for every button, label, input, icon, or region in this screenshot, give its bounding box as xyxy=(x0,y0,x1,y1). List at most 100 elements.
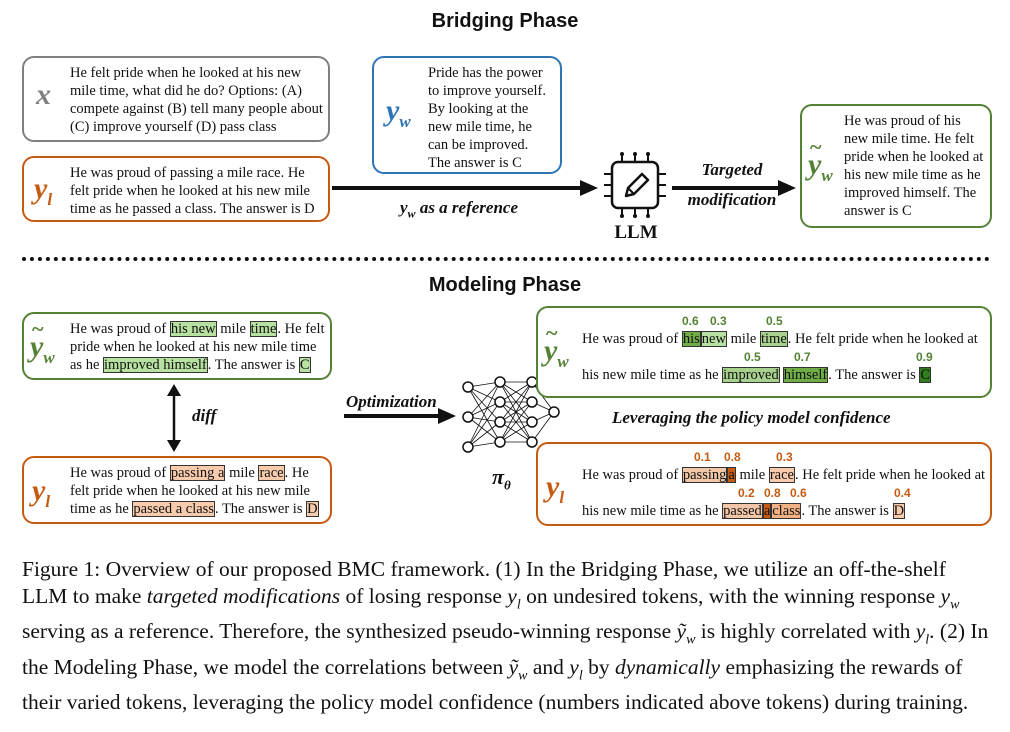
conf-his: 0.6 xyxy=(682,314,699,328)
conf-new: 0.3 xyxy=(710,314,727,328)
caption-yw-sub: w xyxy=(950,597,960,613)
conf-a2: 0.8 xyxy=(764,486,781,500)
phase-divider xyxy=(22,257,990,261)
policy-label-pi: π xyxy=(492,464,505,489)
right-yl-l2-pre: his new mile time as he xyxy=(582,503,723,519)
left-ytw-token-time: time xyxy=(249,321,278,337)
yw-reference-label: yw as a reference xyxy=(400,198,550,221)
conf-class: 0.6 xyxy=(790,486,807,500)
conf-improved: 0.5 xyxy=(744,350,761,364)
caption-j: dynamically xyxy=(614,654,721,679)
right-yl-l1-post: . He felt pride when he looked at xyxy=(794,467,986,483)
right-ytw-token-new: new xyxy=(700,331,727,347)
conf-passed: 0.2 xyxy=(738,486,755,500)
caption-ytw: ỹ xyxy=(676,619,687,644)
yw-symbol-text: y xyxy=(386,94,400,127)
right-ytw-token-time: time xyxy=(760,331,788,347)
right-yl-l2-mid: . The answer is xyxy=(801,503,893,519)
caption-yl2: y xyxy=(915,619,926,644)
caption-yl: y xyxy=(507,584,517,608)
caption-g: . (2) In the Modeling Phase, we model th… xyxy=(22,619,989,679)
policy-label-theta: θ xyxy=(504,477,511,493)
x-question-text: He felt pride when he looked at his new … xyxy=(70,65,323,135)
yl-symbol-text: y xyxy=(34,172,48,205)
right-yl-token-race: race xyxy=(768,467,795,483)
figure-caption: Figure 1: Overview of our proposed BMC f… xyxy=(22,556,990,716)
conf-race: 0.3 xyxy=(776,450,793,464)
left-yl-p1: He was proud of xyxy=(70,465,170,481)
modeling-phase-title: Modeling Phase xyxy=(428,274,582,296)
policy-label: πθ xyxy=(492,464,511,493)
caption-d: on undesired tokens, with the winning re… xyxy=(520,584,941,608)
llm-chip-icon xyxy=(604,152,666,218)
targeted-modification-label: Targeted modification xyxy=(672,160,792,210)
left-ytw-symbol-sub: w xyxy=(43,348,55,367)
ytw-symbol-sub: w xyxy=(821,166,833,185)
left-ytw-p1: He was proud of xyxy=(70,321,170,337)
caption-i: by xyxy=(582,654,615,679)
left-ytw-token-improved-himself: improved himself xyxy=(103,357,208,373)
right-yl-symbol-text: y xyxy=(546,470,560,503)
yw-reference-sym: y xyxy=(400,198,408,217)
caption-f: is highly correlated with xyxy=(695,619,916,644)
left-yl-symbol: yl xyxy=(32,476,51,511)
right-yl-token-a2: a xyxy=(762,503,772,519)
x-symbol-text: x xyxy=(36,78,51,111)
caption-c: of losing response xyxy=(340,584,508,608)
optimization-label: Optimization xyxy=(346,392,437,411)
caption-yl-sub: l xyxy=(516,597,521,613)
optimization-arrow xyxy=(344,408,456,424)
left-yl-symbol-sub: l xyxy=(45,492,51,511)
left-yl-p2: mile xyxy=(225,465,259,481)
conf-d: 0.4 xyxy=(894,486,911,500)
x-question-box: x He felt pride when he looked at his ne… xyxy=(22,56,330,142)
left-yl-token-passing-a: passing a xyxy=(169,465,226,481)
diff-double-arrow xyxy=(167,384,181,452)
yw-response-box: yw Pride has the power to improve yourse… xyxy=(372,56,562,174)
yl-response-text: He was proud of passing a mile race. He … xyxy=(70,165,315,217)
bridging-phase-title: Bridging Phase xyxy=(431,10,579,32)
right-ytw-token-his: his xyxy=(681,331,701,347)
yw-symbol: yw xyxy=(386,94,411,131)
conf-c: 0.9 xyxy=(916,350,933,364)
caption-h: and xyxy=(527,654,570,679)
left-yl-p4: . The answer is xyxy=(214,501,307,517)
right-yl-token-passing: passing xyxy=(681,467,728,483)
left-ytw-box: yw He was proud of his new mile time. He… xyxy=(22,312,332,380)
ytw-response-text: He was proud of his new mile time. He fe… xyxy=(844,113,984,219)
left-yl-token-race: race xyxy=(258,465,285,481)
left-ytw-token-his-new: his new xyxy=(169,321,217,337)
right-yl-token-d: D xyxy=(892,503,906,519)
diff-label: diff xyxy=(192,406,217,425)
targeted-line1: Targeted xyxy=(701,160,763,179)
right-yl-token-class: class xyxy=(771,503,802,519)
x-symbol: x xyxy=(36,80,51,110)
policy-network-icon xyxy=(462,376,560,453)
left-yl-p3: . He felt pride when he looked at his ne… xyxy=(70,465,310,517)
right-yl-l1-mid: mile xyxy=(735,467,769,483)
right-ytw-l1-post: . He felt pride when he looked at xyxy=(787,331,978,347)
yl-symbol-sub: l xyxy=(47,190,53,209)
ytw-response-box: yw He was proud of his new mile time. He… xyxy=(800,104,992,228)
yl-symbol: yl xyxy=(34,172,53,209)
right-ytw-l2-pre: his new mile time as he xyxy=(582,367,723,383)
caption-ytw2-sub: w xyxy=(518,667,528,683)
caption-yw: y xyxy=(940,584,951,608)
yw-reference-rest: as a reference xyxy=(415,198,519,217)
caption-yl2-sub: l xyxy=(925,632,930,648)
left-ytw-p3: . He felt pride when he looked at his ne… xyxy=(70,321,325,373)
left-ytw-text: He was proud of his new mile time. He fe… xyxy=(70,320,326,374)
right-yl-token-passed: passed xyxy=(722,503,763,519)
right-ytw-symbol-sub: w xyxy=(557,352,569,371)
yw-reference-sub: w xyxy=(407,206,416,221)
right-ytw-symbol-text: y xyxy=(544,322,558,366)
left-yl-token-passed-a-class: passed a class xyxy=(132,501,215,517)
left-ytw-p4: . The answer is xyxy=(207,357,299,373)
right-yl-token-a1: a xyxy=(727,467,736,483)
caption-yl3-sub: l xyxy=(578,667,583,683)
caption-ytw-sub: w xyxy=(686,632,696,648)
yl-response-box: yl He was proud of passing a mile race. … xyxy=(22,156,330,222)
